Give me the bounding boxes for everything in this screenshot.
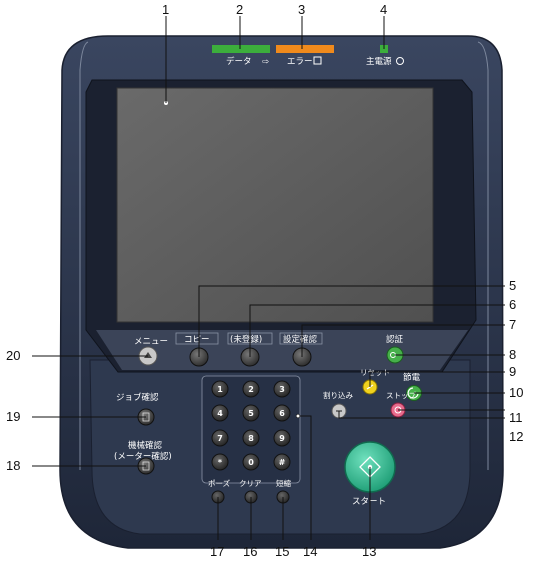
keypad-key-label: 6: [279, 409, 285, 418]
keypad-key-cap[interactable]: [273, 453, 291, 471]
keypad-key-cap[interactable]: [211, 380, 229, 398]
callout-2: 2: [236, 2, 243, 17]
main-power-label: 主電源: [366, 56, 392, 67]
keypad-key-label: 8: [248, 434, 254, 443]
keypad-key-cap[interactable]: [211, 429, 229, 447]
keypad-key[interactable]: #: [273, 453, 291, 471]
keypad-key-cap[interactable]: [273, 380, 291, 398]
auth-label: 認証: [386, 334, 404, 345]
callout-20: 20: [6, 348, 20, 363]
data-led-label: データ: [226, 56, 252, 67]
leader-lines: [32, 16, 505, 540]
data-arrow-icon: ⇨: [262, 57, 269, 67]
keypad-key-cap[interactable]: [211, 404, 229, 422]
keypad-key-cap[interactable]: [242, 380, 260, 398]
keypad-key[interactable]: 2: [242, 380, 260, 398]
start-label: スタート: [352, 497, 386, 507]
keypad-key-label: *: [218, 458, 223, 467]
error-icon: [313, 56, 322, 65]
callout-7: 7: [509, 317, 516, 332]
keypad-key[interactable]: 9: [273, 429, 291, 447]
callout-13: 13: [362, 544, 376, 559]
callout-3: 3: [298, 2, 305, 17]
keypad-key[interactable]: 6: [273, 404, 291, 422]
settings-label-frame: [279, 332, 323, 345]
keypad-key[interactable]: 7: [211, 429, 229, 447]
callout-8: 8: [509, 347, 516, 362]
keypad-key-label: #: [279, 458, 286, 467]
keypad-key[interactable]: 0: [242, 453, 260, 471]
pause-label: ポーズ: [208, 478, 231, 488]
copy-label-frame: [175, 332, 219, 345]
machine-status-label-2: (メーター確認): [114, 451, 172, 462]
data-led: [212, 45, 270, 53]
callout-1: 1: [162, 2, 169, 17]
speed-dial-label: 短縮: [276, 478, 291, 488]
keypad-key[interactable]: 8: [242, 429, 260, 447]
callout-11: 11: [509, 410, 523, 425]
power-icon: [396, 57, 404, 65]
settings-confirm-label: 設定確認: [283, 334, 318, 345]
callout-18: 18: [6, 458, 20, 473]
keypad-key-cap[interactable]: [273, 429, 291, 447]
moon-icon: [407, 387, 419, 399]
keypad-key-label: 9: [279, 434, 285, 443]
menu-label: メニュー: [134, 337, 168, 347]
callout-10: 10: [509, 385, 523, 400]
unregistered-label: (未登録): [230, 334, 262, 345]
job-status-label: ジョブ確認: [116, 392, 159, 403]
machine-status-label-1: 機械確認: [128, 440, 163, 451]
keypad-key-label: 7: [217, 434, 223, 443]
keypad-key-cap[interactable]: [242, 429, 260, 447]
callout-16: 16: [243, 544, 257, 559]
callout-6: 6: [509, 297, 516, 312]
callout-17: 17: [210, 544, 224, 559]
keypad-key-cap[interactable]: [242, 453, 260, 471]
keypad-key-cap[interactable]: [211, 453, 229, 471]
callout-numbers: 1 2 3 4 5 6 7 8 9 10 11 12 13 14 15 16 1…: [6, 2, 523, 559]
clear-label: クリア: [239, 479, 262, 488]
keypad-key-label: 1: [217, 385, 223, 394]
keypad-key[interactable]: *: [211, 453, 229, 471]
panel-edge-right: [477, 41, 489, 470]
callout-12: 12: [509, 429, 523, 444]
callout-5: 5: [509, 278, 516, 293]
keypad-key-label: 4: [217, 409, 223, 418]
error-led-label: エラー: [287, 57, 313, 67]
callout-4: 4: [380, 2, 387, 17]
callout-15: 15: [275, 544, 289, 559]
keypad-key-cap[interactable]: [242, 404, 260, 422]
keypad-key[interactable]: 4: [211, 404, 229, 422]
stop-label: ストップ: [386, 391, 416, 400]
callout-9: 9: [509, 364, 516, 379]
error-led: [276, 45, 334, 53]
power-save-label: 節電: [403, 372, 421, 383]
keypad-key[interactable]: 3: [273, 380, 291, 398]
copy-label: コピー: [184, 335, 210, 345]
keypad: 1 2 3 4 5 6 7 8 9 * 0 #: [211, 380, 291, 471]
keypad-key[interactable]: 5: [242, 404, 260, 422]
touch-screen[interactable]: [116, 87, 434, 323]
panel-edge-left: [79, 41, 89, 470]
interrupt-label: 割り込み: [323, 390, 353, 400]
button-strip: [96, 330, 468, 370]
keypad-key-label: 2: [248, 385, 254, 394]
keypad-key-label: 3: [279, 385, 285, 394]
keypad-key-cap[interactable]: [273, 404, 291, 422]
keypad-key-label: 5: [248, 409, 254, 418]
keypad-key-label: 0: [248, 458, 254, 467]
keypad-key[interactable]: 1: [211, 380, 229, 398]
callout-19: 19: [6, 409, 20, 424]
callout-14: 14: [303, 544, 317, 559]
